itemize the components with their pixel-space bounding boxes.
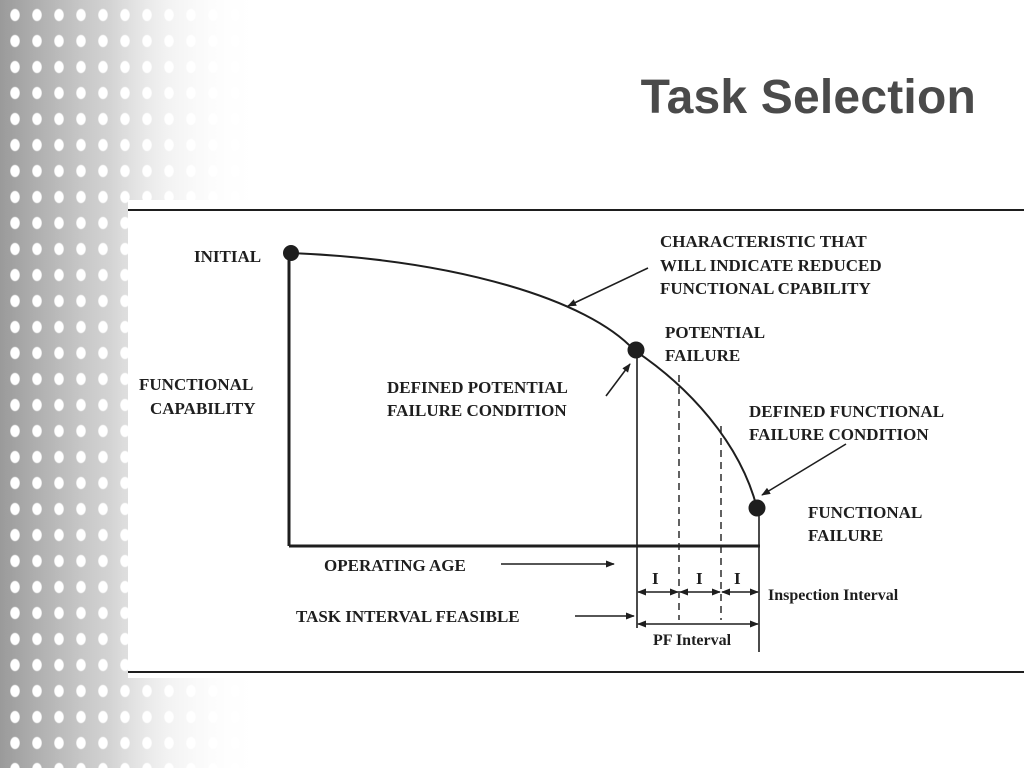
pf-curve (290, 252, 758, 509)
inspection-interval-label: Inspection Interval (768, 587, 899, 604)
pf-curve-diagram: INITIAL FUNCTIONAL CAPABILITY CHARACTERI… (128, 200, 1024, 678)
potential-condition-arrow (605, 363, 631, 397)
functional-failure-label-line2: FAILURE (808, 526, 883, 545)
defined-potential-label-line1: DEFINED POTENTIAL (387, 378, 568, 397)
initial-point (283, 245, 299, 261)
task-interval-label: TASK INTERVAL FEASIBLE (296, 607, 520, 626)
potential-failure-point (627, 341, 645, 359)
interval-mark-3: I (734, 569, 741, 588)
functional-failure-point (748, 499, 766, 517)
functional-condition-arrow (761, 443, 847, 496)
pf-curve-svg: INITIAL FUNCTIONAL CAPABILITY CHARACTERI… (128, 209, 1024, 673)
potential-failure-label-line1: POTENTIAL (665, 323, 765, 342)
functional-failure-label-line1: FUNCTIONAL (808, 503, 922, 522)
characteristic-label-line1: CHARACTERISTIC THAT (660, 232, 867, 251)
defined-potential-label-line2: FAILURE CONDITION (387, 401, 567, 420)
potential-failure-label-line2: FAILURE (665, 346, 740, 365)
defined-functional-label-line2: FAILURE CONDITION (749, 425, 929, 444)
characteristic-label-line3: FUNCTIONAL CPABILITY (660, 279, 871, 298)
functional-capability-label-line1: FUNCTIONAL (139, 375, 253, 394)
characteristic-label-line2: WILL INDICATE REDUCED (660, 256, 882, 275)
interval-mark-2: I (696, 569, 703, 588)
initial-label: INITIAL (194, 247, 261, 266)
pf-interval-label: PF Interval (653, 632, 732, 649)
defined-functional-label-line1: DEFINED FUNCTIONAL (749, 402, 944, 421)
slide-title: Task Selection (640, 71, 976, 124)
operating-age-label: OPERATING AGE (324, 556, 466, 575)
characteristic-arrow (567, 267, 649, 307)
functional-capability-label-line2: CAPABILITY (150, 399, 255, 418)
interval-mark-1: I (652, 569, 659, 588)
